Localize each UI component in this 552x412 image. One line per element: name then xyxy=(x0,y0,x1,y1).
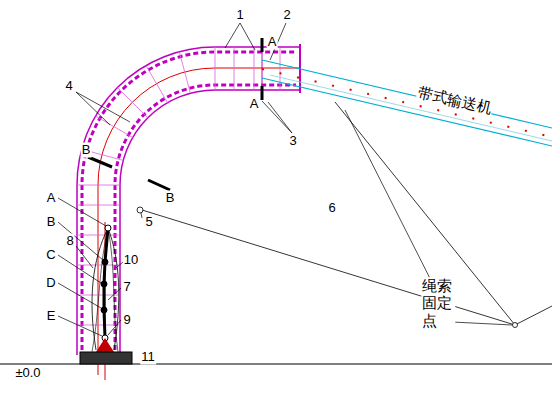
arch xyxy=(0,44,552,375)
note-label: ±0.0 xyxy=(14,366,41,381)
callout-number: E xyxy=(46,309,57,324)
callout-number: 2 xyxy=(282,8,291,23)
leader-lines xyxy=(58,23,512,336)
callout-number: 10 xyxy=(123,253,139,268)
callout-number: 6 xyxy=(327,201,336,216)
callout-number: 1 xyxy=(235,8,244,23)
callout-number: 3 xyxy=(288,134,297,149)
callout-number: D xyxy=(45,276,56,291)
section-marks xyxy=(88,38,262,190)
callout-number: C xyxy=(45,248,56,263)
callout-number: 5 xyxy=(144,215,153,230)
support-column xyxy=(80,222,132,380)
callout-number: B xyxy=(46,215,57,230)
ropes xyxy=(137,102,552,328)
callout-number: A xyxy=(46,191,57,206)
note-label: 绳索固定点 xyxy=(421,277,455,329)
callout-number: 4 xyxy=(64,79,73,94)
callout-number: A xyxy=(249,97,260,112)
callout-number: B xyxy=(165,191,176,206)
callout-number: 9 xyxy=(122,313,131,328)
callout-number: B xyxy=(81,143,92,158)
callout-number: A xyxy=(267,35,278,50)
belt-conveyor xyxy=(262,60,552,146)
callout-number: 8 xyxy=(65,234,74,249)
callout-number: 7 xyxy=(122,280,131,295)
callout-number: 11 xyxy=(140,350,156,365)
